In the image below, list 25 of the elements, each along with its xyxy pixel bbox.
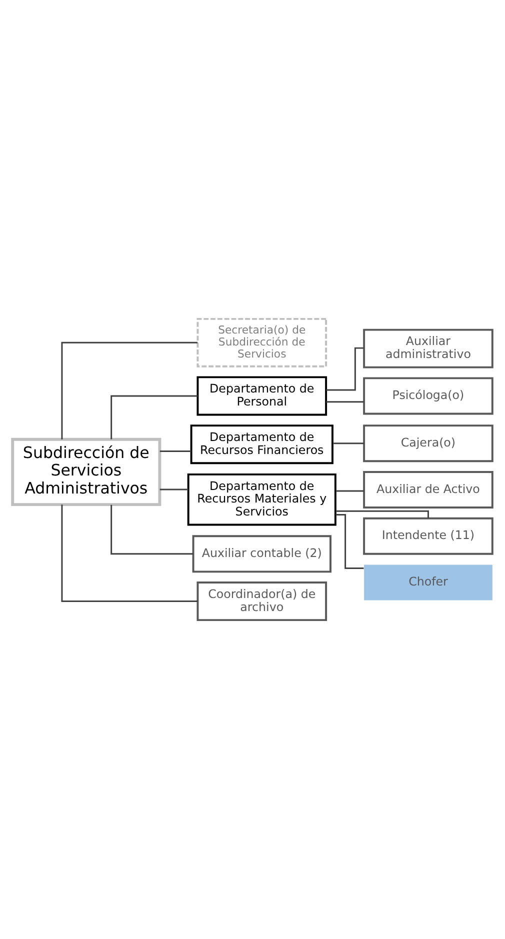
node-box: Auxiliar administrativo	[363, 328, 494, 368]
node-box: Auxiliar contable (2)	[192, 535, 332, 573]
connector	[326, 401, 364, 403]
connector	[61, 342, 198, 440]
node-box: Auxiliar de Activo	[363, 470, 494, 508]
connector	[61, 504, 198, 602]
connector	[160, 488, 188, 490]
connector	[336, 514, 364, 569]
node-box: Departamento de Recursos Financieros	[190, 424, 334, 464]
connector	[336, 490, 364, 492]
node-box: Psicóloga(o)	[363, 377, 494, 415]
connector	[332, 442, 364, 444]
node-box: Departamento de Personal	[196, 376, 328, 416]
node-box: Departamento de Recursos Materiales y Servicios	[187, 473, 336, 526]
connector	[160, 450, 192, 452]
node-box: Intendente (11)	[363, 517, 494, 555]
connector	[110, 395, 198, 440]
connector	[336, 510, 429, 518]
node-box: Chofer	[364, 564, 492, 600]
node-box: Coordinador(a) de archivo	[196, 582, 328, 622]
node-box: Subdirección de Servicios Administrativos	[11, 438, 162, 506]
node-box: Cajera(o)	[363, 424, 494, 462]
node-box: Secretaria(o) de Subdirección de Servicios	[196, 318, 328, 368]
connector	[326, 347, 364, 391]
connector	[110, 504, 194, 555]
